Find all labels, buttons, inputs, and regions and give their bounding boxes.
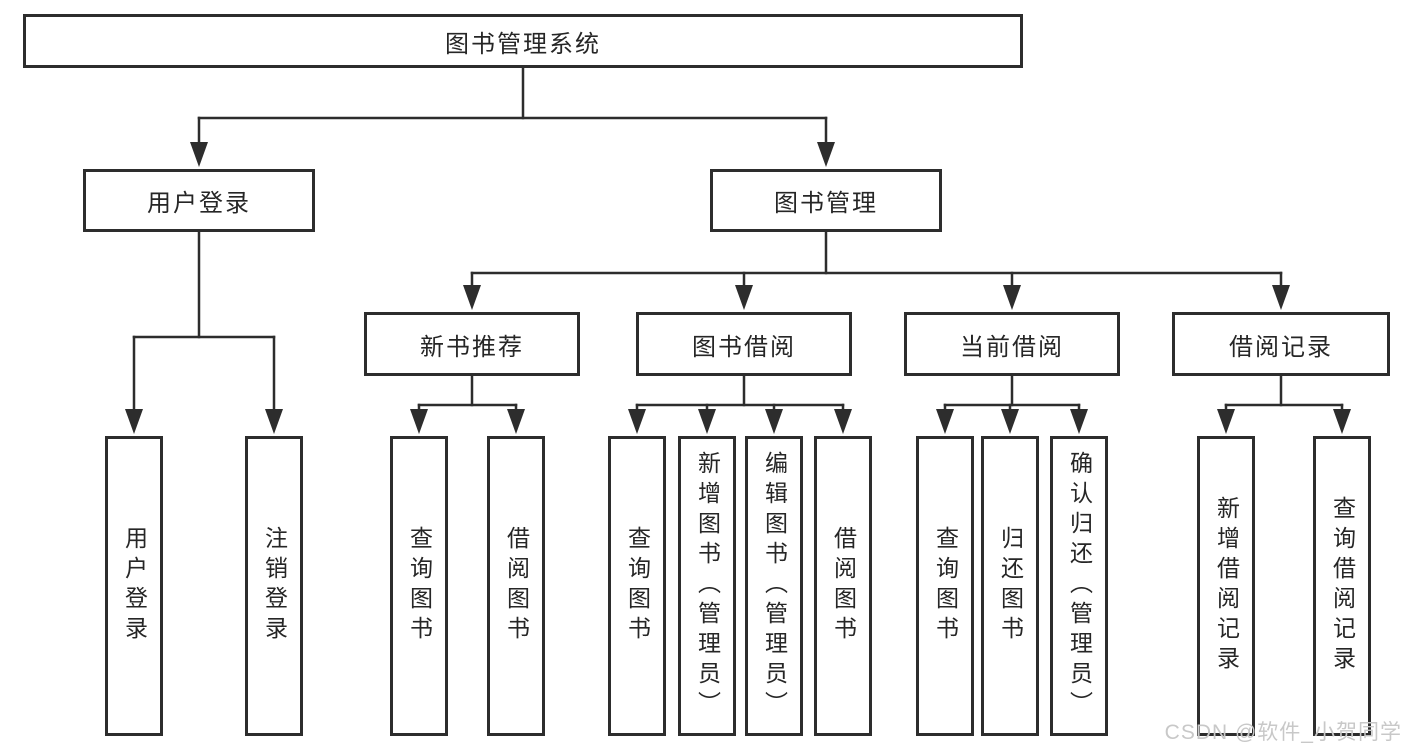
leaf-add-book-admin: 新增图书（管理员） [678, 436, 736, 736]
leaf-query-borrow-record: 查询借阅记录 [1313, 436, 1371, 736]
csdn-watermark: CSDN @软件_小贺同学 [1164, 721, 1402, 744]
leaf-logout-login: 注销登录 [245, 436, 303, 736]
leaf-borrow-books-recommend-label: 借阅图书 [503, 526, 530, 646]
node-new-book-recommend: 新书推荐 [364, 312, 580, 376]
leaf-return-books-label: 归还图书 [997, 526, 1024, 646]
node-user-login: 用户登录 [83, 169, 315, 232]
leaf-query-books-recommend-label: 查询图书 [406, 526, 433, 646]
leaf-query-books-current-label: 查询图书 [932, 526, 959, 646]
leaf-confirm-return-admin-label: 确认归还（管理员） [1066, 451, 1093, 721]
leaf-add-borrow-record-label: 新增借阅记录 [1213, 496, 1240, 676]
node-book-management: 图书管理 [710, 169, 942, 232]
leaf-confirm-return-admin: 确认归还（管理员） [1050, 436, 1108, 736]
arrowheads [125, 142, 1351, 434]
leaf-add-book-admin-label: 新增图书（管理员） [694, 451, 721, 721]
leaf-borrow-books-borrowing: 借阅图书 [814, 436, 872, 736]
leaf-return-books: 归还图书 [981, 436, 1039, 736]
leaf-edit-book-admin-label: 编辑图书（管理员） [761, 451, 788, 721]
node-borrow-records: 借阅记录 [1172, 312, 1390, 376]
leaf-user-login-label: 用户登录 [121, 526, 148, 646]
leaf-borrow-books-recommend: 借阅图书 [487, 436, 545, 736]
leaf-query-books-current: 查询图书 [916, 436, 974, 736]
leaf-query-books-borrowing-label: 查询图书 [624, 526, 651, 646]
leaf-borrow-books-borrowing-label: 借阅图书 [830, 526, 857, 646]
leaf-query-borrow-record-label: 查询借阅记录 [1329, 496, 1356, 676]
node-book-borrowing: 图书借阅 [636, 312, 852, 376]
leaf-query-books-recommend: 查询图书 [390, 436, 448, 736]
leaf-add-borrow-record: 新增借阅记录 [1197, 436, 1255, 736]
leaf-query-books-borrowing: 查询图书 [608, 436, 666, 736]
leaf-edit-book-admin: 编辑图书（管理员） [745, 436, 803, 736]
node-library-system: 图书管理系统 [23, 14, 1023, 68]
node-current-borrowing: 当前借阅 [904, 312, 1120, 376]
leaf-logout-login-label: 注销登录 [261, 526, 288, 646]
leaf-user-login: 用户登录 [105, 436, 163, 736]
